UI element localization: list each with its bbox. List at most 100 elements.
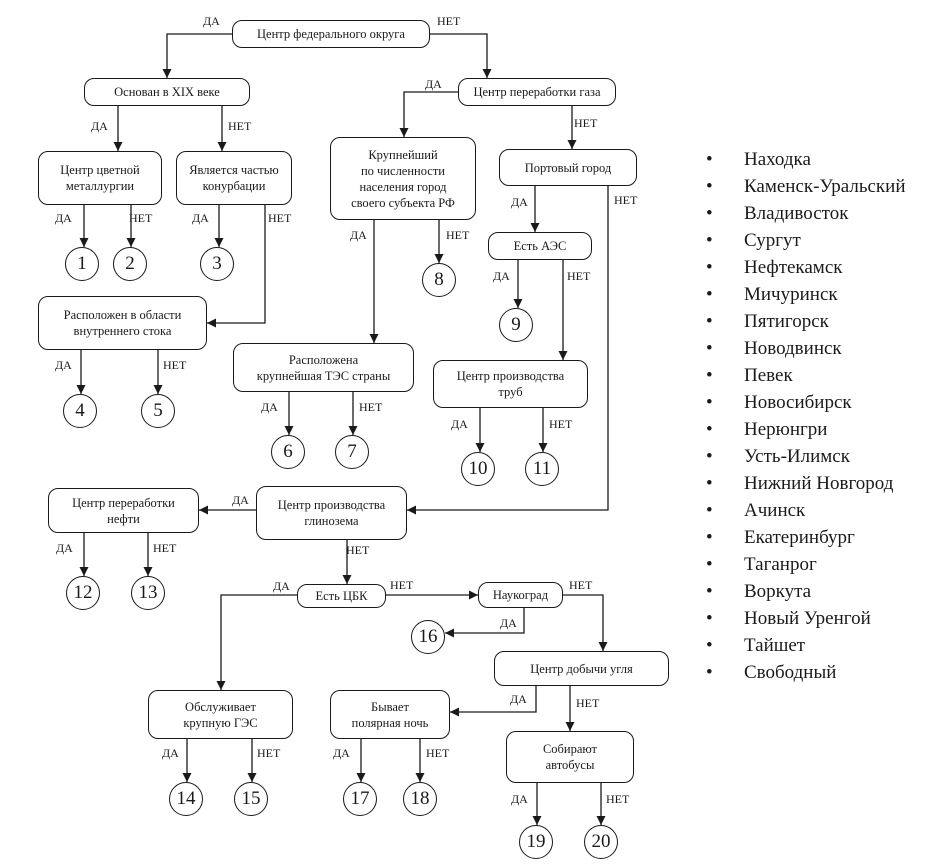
leaf-16: 16 bbox=[411, 620, 445, 654]
leaf-7: 7 bbox=[335, 435, 369, 469]
city-item: Новодвинск bbox=[706, 335, 906, 362]
leaf-3: 3 bbox=[200, 247, 234, 281]
leaf-15: 15 bbox=[234, 782, 268, 816]
city-item: Мичуринск bbox=[706, 281, 906, 308]
city-item: Таганрог bbox=[706, 551, 906, 578]
leaf-14: 14 bbox=[169, 782, 203, 816]
node-science-city: Наукоград bbox=[478, 582, 563, 608]
node-internal-drainage: Расположен в области внутреннего стока bbox=[38, 296, 207, 350]
city-item: Сургут bbox=[706, 227, 906, 254]
label-no: НЕТ bbox=[426, 746, 450, 760]
node-largest-tpp: Расположена крупнейшая ТЭС страны bbox=[233, 343, 414, 392]
label-no: НЕТ bbox=[228, 119, 252, 133]
node-oil-refining-center: Центр переработки нефти bbox=[48, 488, 199, 533]
label-yes: ДА bbox=[162, 746, 179, 760]
label-yes: ДА bbox=[203, 14, 220, 28]
label-yes: ДА bbox=[232, 493, 249, 507]
label-no: НЕТ bbox=[257, 746, 281, 760]
leaf-11: 11 bbox=[525, 452, 559, 486]
label-no: НЕТ bbox=[446, 228, 470, 242]
node-polar-night: Бывает полярная ночь bbox=[330, 690, 450, 739]
label-no: НЕТ bbox=[346, 543, 370, 557]
label-yes: ДА bbox=[55, 358, 72, 372]
node-gas-processing-center: Центр переработки газа bbox=[458, 78, 616, 106]
city-item: Певек bbox=[706, 362, 906, 389]
label-no: НЕТ bbox=[569, 578, 593, 592]
connector-lines bbox=[76, 33, 609, 825]
leaf-20: 20 bbox=[584, 825, 618, 859]
node-alumina-production: Центр производства глинозема bbox=[256, 486, 407, 540]
label-no: НЕТ bbox=[567, 269, 591, 283]
node-founded-19th-century: Основан в XIX веке bbox=[84, 78, 250, 106]
city-item: Екатеринбург bbox=[706, 524, 906, 551]
leaf-17: 17 bbox=[343, 782, 377, 816]
node-coal-mining: Центр добычи угля bbox=[494, 651, 669, 686]
label-no: НЕТ bbox=[437, 14, 461, 28]
city-list: Находка Каменск-Уральский Владивосток Су… bbox=[706, 146, 906, 686]
label-no: НЕТ bbox=[606, 792, 630, 806]
label-yes: ДА bbox=[425, 77, 442, 91]
label-yes: ДА bbox=[55, 211, 72, 225]
leaf-19: 19 bbox=[519, 825, 553, 859]
city-item: Владивосток bbox=[706, 200, 906, 227]
city-item: Нефтекамск bbox=[706, 254, 906, 281]
node-conurbation-part: Является частью конурбации bbox=[176, 151, 292, 205]
label-no: НЕТ bbox=[614, 193, 638, 207]
label-no: НЕТ bbox=[268, 211, 292, 225]
leaf-8: 8 bbox=[422, 263, 456, 297]
leaf-5: 5 bbox=[141, 394, 175, 428]
node-port-city: Портовый город bbox=[499, 149, 637, 186]
leaf-9: 9 bbox=[499, 308, 533, 342]
node-pipe-production: Центр производства труб bbox=[433, 360, 588, 408]
label-no: НЕТ bbox=[576, 696, 600, 710]
label-yes: ДА bbox=[511, 195, 528, 209]
city-item: Пятигорск bbox=[706, 308, 906, 335]
city-item: Новосибирск bbox=[706, 389, 906, 416]
city-item: Каменск-Уральский bbox=[706, 173, 906, 200]
label-yes: ДА bbox=[91, 119, 108, 133]
label-yes: ДА bbox=[510, 692, 527, 706]
label-yes: ДА bbox=[333, 746, 350, 760]
node-nonferrous-metallurgy: Центр цветной металлургии bbox=[38, 151, 162, 205]
leaf-10: 10 bbox=[461, 452, 495, 486]
city-item: Новый Уренгой bbox=[706, 605, 906, 632]
city-item: Воркута bbox=[706, 578, 906, 605]
leaf-12: 12 bbox=[66, 576, 100, 610]
label-yes: ДА bbox=[192, 211, 209, 225]
city-item: Ачинск bbox=[706, 497, 906, 524]
label-no: НЕТ bbox=[153, 541, 177, 555]
node-federal-center: Центр федерального округа bbox=[232, 20, 430, 48]
city-item: Тайшет bbox=[706, 632, 906, 659]
node-nuclear-plant: Есть АЭС bbox=[488, 232, 592, 260]
label-no: НЕТ bbox=[549, 417, 573, 431]
label-no: НЕТ bbox=[163, 358, 187, 372]
node-pulp-mill: Есть ЦБК bbox=[297, 584, 386, 608]
label-no: НЕТ bbox=[129, 211, 153, 225]
city-item: Свободный bbox=[706, 659, 906, 686]
node-hydro-plant: Обслуживает крупную ГЭС bbox=[148, 690, 293, 739]
decision-tree: Центр федерального округа Основан в XIX … bbox=[38, 14, 669, 859]
label-yes: ДА bbox=[273, 579, 290, 593]
city-item: Нерюнгри bbox=[706, 416, 906, 443]
label-no: НЕТ bbox=[390, 578, 414, 592]
node-largest-city: Крупнейший по численности населения горо… bbox=[330, 137, 476, 220]
label-yes: ДА bbox=[56, 541, 73, 555]
node-bus-assembly: Собирают автобусы bbox=[506, 731, 634, 783]
leaf-2: 2 bbox=[113, 247, 147, 281]
city-item: Нижний Новгород bbox=[706, 470, 906, 497]
label-no: НЕТ bbox=[574, 116, 598, 130]
label-yes: ДА bbox=[511, 792, 528, 806]
leaf-6: 6 bbox=[271, 435, 305, 469]
city-item: Усть-Илимск bbox=[706, 443, 906, 470]
label-yes: ДА bbox=[350, 228, 367, 242]
label-no: НЕТ bbox=[359, 400, 383, 414]
label-yes: ДА bbox=[493, 269, 510, 283]
label-yes: ДА bbox=[261, 400, 278, 414]
leaf-1: 1 bbox=[65, 247, 99, 281]
label-yes: ДА bbox=[500, 616, 517, 630]
leaf-18: 18 bbox=[403, 782, 437, 816]
city-item: Находка bbox=[706, 146, 906, 173]
leaf-4: 4 bbox=[63, 394, 97, 428]
label-yes: ДА bbox=[451, 417, 468, 431]
leaf-13: 13 bbox=[131, 576, 165, 610]
